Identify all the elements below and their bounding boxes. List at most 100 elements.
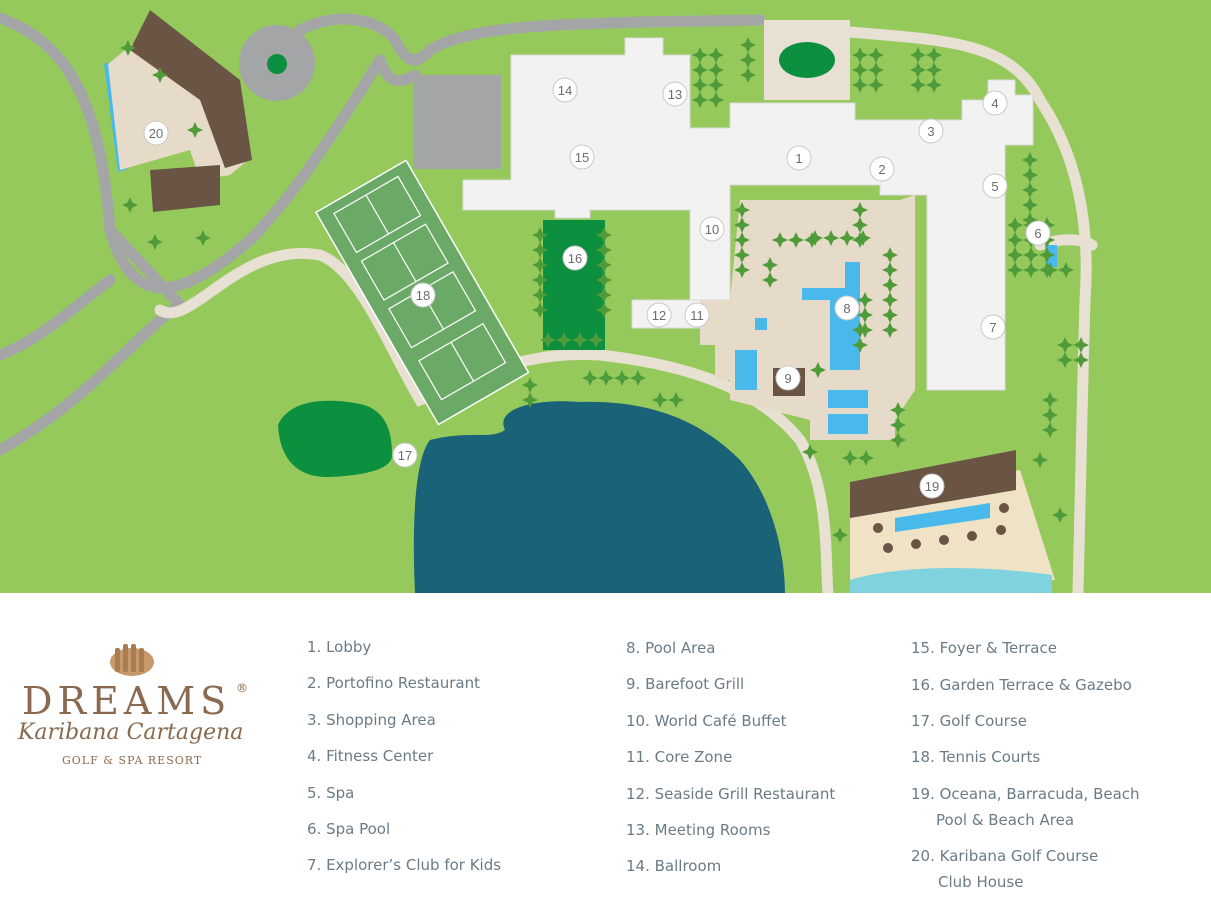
brand-logo: DREAMS ® Karibana Cartagena GOLF & SPA R… (18, 638, 258, 773)
palm-tree (868, 47, 884, 63)
marker-19[interactable]: 19 (919, 473, 945, 499)
palm-tree (122, 197, 138, 213)
legend-item-13[interactable]: 13. Meeting Rooms (626, 821, 771, 839)
palm-tree (842, 450, 858, 466)
marker-11[interactable]: 11 (684, 302, 710, 328)
palm-tree (1007, 247, 1023, 263)
palm-tree (582, 370, 598, 386)
svg-text:14: 14 (558, 83, 572, 98)
legend-item-9[interactable]: 9. Barefoot Grill (626, 675, 745, 693)
legend-item-18[interactable]: 18. Tennis Courts (911, 748, 1041, 766)
garden-terrace (543, 220, 605, 350)
palm-tree (522, 377, 538, 393)
legend-item-4[interactable]: 4. Fitness Center (307, 747, 434, 765)
marker-12[interactable]: 12 (646, 302, 672, 328)
svg-text:16: 16 (568, 251, 582, 266)
legend-item-16[interactable]: 16. Garden Terrace & Gazebo (911, 676, 1132, 694)
legend-item-20[interactable]: 20. Karibana Golf Course (911, 847, 1099, 865)
palm-tree (152, 67, 168, 83)
marker-6[interactable]: 6 (1025, 220, 1051, 246)
legend-item-5[interactable]: 5. Spa (307, 784, 355, 802)
palm-tree (762, 257, 778, 273)
palm-tree (910, 47, 926, 63)
roads (0, 12, 766, 456)
palm-tree (762, 272, 778, 288)
palm-tree (708, 92, 724, 108)
palm-tree (532, 302, 548, 318)
legend-item-1[interactable]: 1. Lobby (307, 638, 372, 656)
palm-tree (926, 62, 942, 78)
palm-tree (926, 77, 942, 93)
palm-tree (1073, 337, 1089, 353)
marker-5[interactable]: 5 (982, 173, 1008, 199)
marker-4[interactable]: 4 (982, 90, 1008, 116)
palm-tree (532, 242, 548, 258)
palm-tree (708, 62, 724, 78)
palm-tree (852, 47, 868, 63)
palm-tree (187, 122, 203, 138)
svg-text:1: 1 (795, 151, 802, 166)
marker-2[interactable]: 2 (869, 156, 895, 182)
palm-tree (692, 77, 708, 93)
lake (413, 401, 785, 593)
marker-13[interactable]: 13 (662, 81, 688, 107)
palm-tree (852, 77, 868, 93)
legend-item-3[interactable]: 3. Shopping Area (307, 711, 436, 729)
svg-text:8: 8 (843, 301, 850, 316)
marker-8[interactable]: 8 (834, 295, 860, 321)
palm-tree (890, 417, 906, 433)
svg-text:4: 4 (991, 96, 998, 111)
palm-trees (120, 37, 1089, 543)
palm-tree (857, 307, 873, 323)
palm-tree (1023, 247, 1039, 263)
legend-item-12[interactable]: 12. Seaside Grill Restaurant (626, 785, 836, 803)
legend-item-7[interactable]: 7. Explorer’s Club for Kids (307, 856, 502, 874)
palm-tree (522, 392, 538, 408)
palm-tree (708, 77, 724, 93)
palm-tree (802, 444, 818, 460)
legend-item-8[interactable]: 8. Pool Area (626, 639, 716, 657)
palm-tree (1032, 452, 1048, 468)
palm-tree (734, 217, 750, 233)
palm-tree (540, 332, 556, 348)
marker-16[interactable]: 16 (562, 245, 588, 271)
marker-9[interactable]: 9 (775, 365, 801, 391)
legend-item-14[interactable]: 14. Ballroom (626, 857, 722, 875)
legend-item-15[interactable]: 15. Foyer & Terrace (911, 639, 1057, 657)
legend-item-11[interactable]: 11. Core Zone (626, 748, 733, 766)
palm-tree (852, 62, 868, 78)
palm-tree (532, 272, 548, 288)
brand-location: Karibana Cartagena (18, 720, 244, 745)
palm-tree (692, 92, 708, 108)
palm-tree (596, 287, 612, 303)
marker-18[interactable]: 18 (410, 282, 436, 308)
marker-7[interactable]: 7 (980, 314, 1006, 340)
legend-item-2[interactable]: 2. Portofino Restaurant (307, 674, 481, 692)
palm-tree (596, 227, 612, 243)
legend-item-19[interactable]: 19. Oceana, Barracuda, Beach (911, 785, 1140, 803)
svg-text:7: 7 (989, 320, 996, 335)
brand-registered-mark: ® (236, 681, 248, 695)
legend-item-10[interactable]: 10. World Café Buffet (626, 712, 787, 730)
legend-item-17[interactable]: 17. Golf Course (911, 712, 1028, 730)
legend-item-6[interactable]: 6. Spa Pool (307, 820, 391, 838)
marker-20[interactable]: 20 (143, 120, 169, 146)
palm-tree (1042, 392, 1058, 408)
marker-1[interactable]: 1 (786, 145, 812, 171)
marker-10[interactable]: 10 (699, 216, 725, 242)
palm-tree (1039, 247, 1055, 263)
palm-tree (195, 230, 211, 246)
svg-text:19: 19 (925, 479, 939, 494)
marker-15[interactable]: 15 (569, 144, 595, 170)
palm-tree (852, 337, 868, 353)
marker-17[interactable]: 17 (392, 442, 418, 468)
palm-tree (668, 392, 684, 408)
svg-text:2: 2 (878, 162, 885, 177)
marker-3[interactable]: 3 (918, 118, 944, 144)
palm-tree (692, 62, 708, 78)
svg-text:17: 17 (398, 448, 412, 463)
svg-text:10: 10 (705, 222, 719, 237)
marker-14[interactable]: 14 (552, 77, 578, 103)
palm-tree (890, 432, 906, 448)
palm-tree (1057, 337, 1073, 353)
